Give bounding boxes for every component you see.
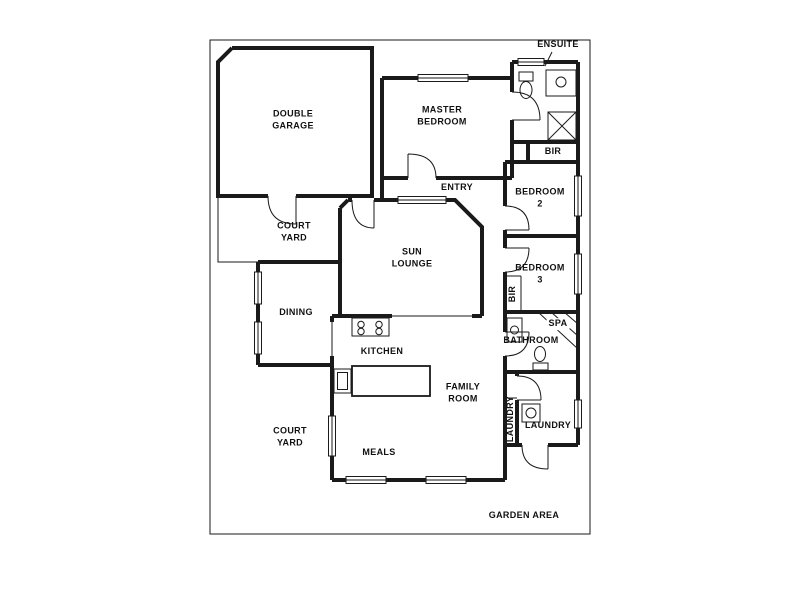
kitchen-island [333, 365, 431, 397]
label-laundry: LAUNDRY [524, 420, 572, 431]
label-bathroom: BATHROOM [503, 335, 559, 346]
label-garden-area: GARDEN AREA [488, 510, 560, 521]
door-swings [267, 91, 549, 470]
label-bedroom3: BEDROOM 3 [515, 262, 565, 284]
label-master-bedroom: MASTER BEDROOM [417, 104, 467, 126]
label-bedroom2: BEDROOM 2 [515, 186, 565, 208]
label-double-garage: DOUBLE GARAGE [272, 108, 314, 130]
label-meals: MEALS [362, 447, 396, 458]
label-ensuite: ENSUITE [537, 39, 579, 50]
label-dining: DINING [279, 307, 313, 318]
ensuite-fixtures [518, 69, 577, 141]
bathroom-fixtures [506, 311, 579, 371]
opening-lines [331, 51, 553, 399]
stove-icon [351, 317, 390, 337]
label-bir-bedroom2: BIR [544, 146, 562, 157]
label-spa: SPA [546, 318, 570, 330]
property-boundary [209, 39, 591, 535]
laundry-tub-icon [521, 403, 541, 423]
label-kitchen: KITCHEN [360, 346, 404, 357]
windows [254, 58, 582, 484]
fixtures [333, 69, 579, 423]
label-family-room: FAMILY ROOM [445, 381, 481, 403]
label-court-yard-lower: COURT YARD [273, 425, 307, 447]
label-court-yard-upper: COURT YARD [277, 220, 311, 242]
label-bir-bedroom3: BIR [507, 285, 518, 303]
label-sun-lounge: SUN LOUNGE [391, 246, 433, 268]
label-laundry-vertical: LAUNDRY [505, 395, 516, 443]
shower-icon [547, 111, 577, 141]
spa-icon [536, 311, 579, 351]
label-entry: ENTRY [441, 182, 473, 193]
